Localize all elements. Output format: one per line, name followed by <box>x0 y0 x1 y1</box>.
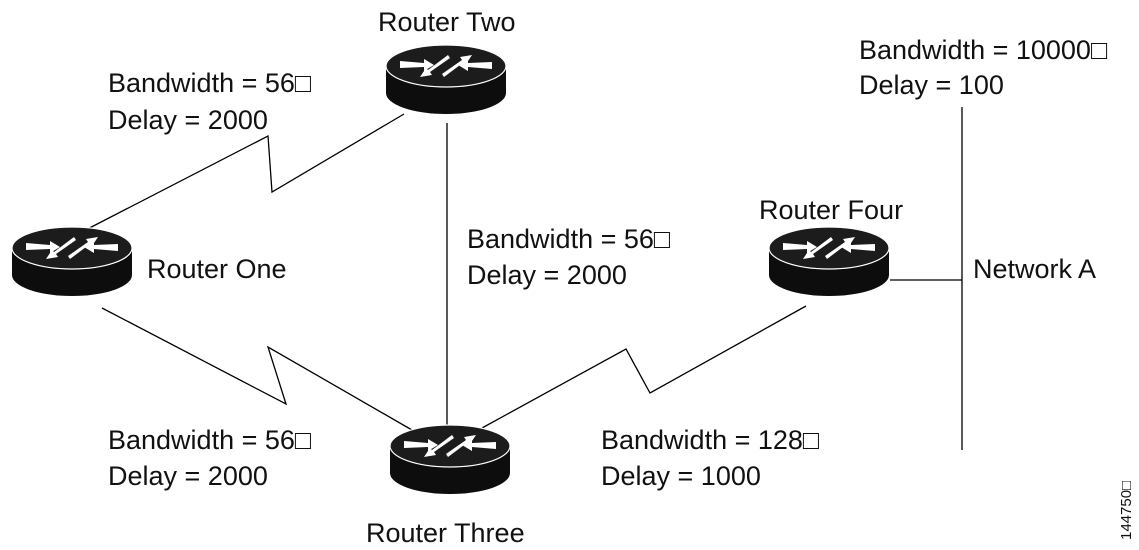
network-a-bandwidth: Bandwidth = 10000□ <box>859 35 1108 65</box>
link-one-two-delay: Delay = 2000 <box>108 105 268 135</box>
router-icon <box>385 44 507 115</box>
link-one-two <box>73 113 405 237</box>
link-one-two-bandwidth: Bandwidth = 56□ <box>108 68 312 98</box>
router-icon <box>389 424 511 495</box>
figure-id: 144750□ <box>1118 481 1135 540</box>
link-one-three <box>101 307 413 431</box>
router-two-label: Router Two <box>378 7 516 37</box>
router-four-label: Router Four <box>759 195 903 225</box>
link-two-three-bandwidth: Bandwidth = 56□ <box>467 224 671 254</box>
network-a-delay: Delay = 100 <box>859 70 1004 100</box>
router-three-label: Router Three <box>366 518 525 548</box>
router-two[interactable] <box>385 44 507 115</box>
link-three-four-delay: Delay = 1000 <box>601 461 761 491</box>
network-a-label: Network A <box>973 254 1096 284</box>
router-one-label: Router One <box>147 254 287 284</box>
router-four[interactable] <box>768 226 890 297</box>
router-three[interactable] <box>389 424 511 495</box>
link-three-four <box>481 305 807 429</box>
router-icon <box>768 226 890 297</box>
link-two-three-delay: Delay = 2000 <box>467 260 627 290</box>
link-one-three-bandwidth: Bandwidth = 56□ <box>108 425 312 455</box>
router-icon <box>11 226 133 297</box>
link-one-three-delay: Delay = 2000 <box>108 461 268 491</box>
link-three-four-bandwidth: Bandwidth = 128□ <box>601 425 820 455</box>
router-one[interactable] <box>11 226 133 297</box>
